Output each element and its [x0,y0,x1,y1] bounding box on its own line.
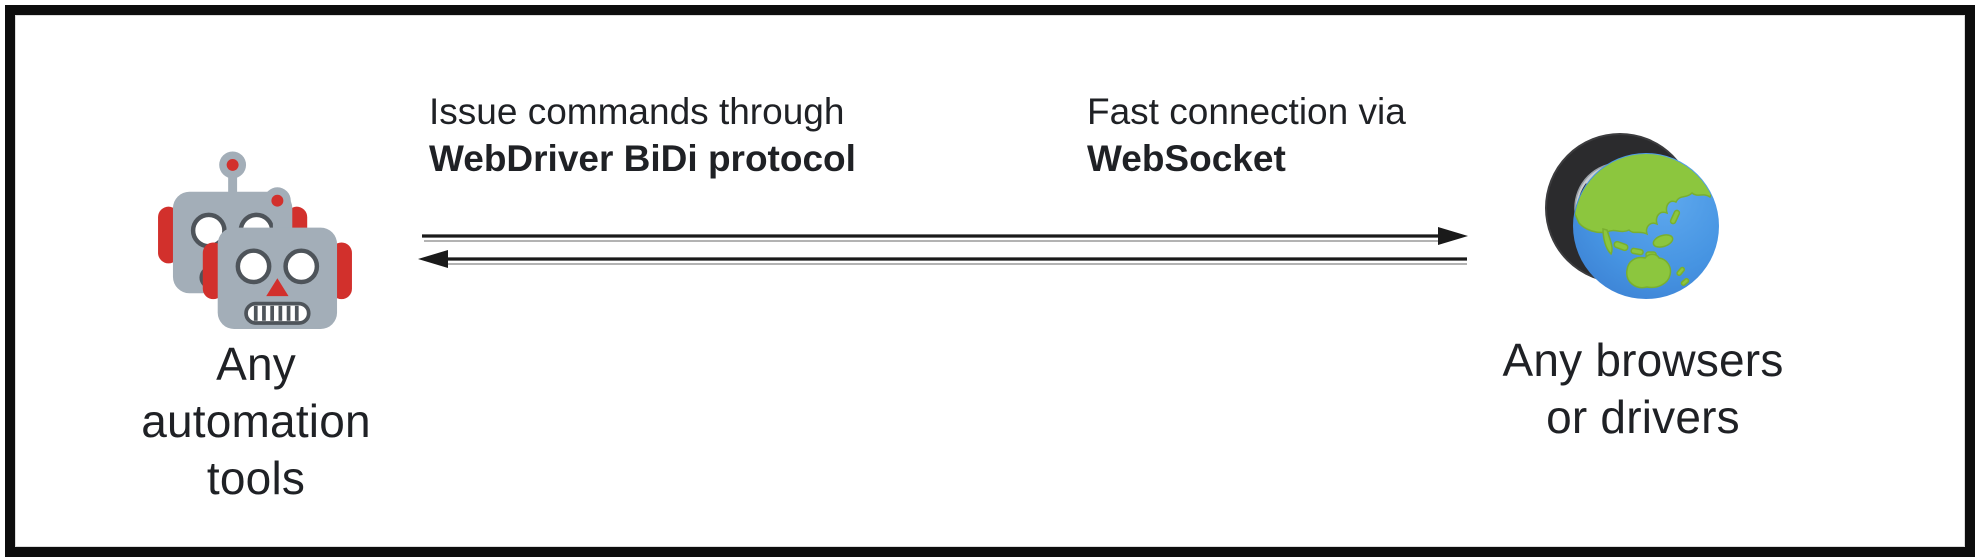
bidirectional-arrows [418,227,1468,268]
browsers-drivers-label: Any browsers or drivers [1502,334,1784,443]
automation-tools-label: Any automation tools [141,338,371,504]
arrow-right-icon [422,227,1468,245]
annotation-command-line2: WebDriver BiDi protocol [429,138,856,179]
globe-tire-icon [1545,133,1719,299]
annotation-socket-line2: WebSocket [1087,138,1286,179]
webdriver-bidi-annotation: Issue commands through WebDriver BiDi pr… [429,88,856,182]
robot-icon [158,150,352,329]
annotation-command-line1: Issue commands through [429,91,845,132]
arrow-left-icon [418,250,1467,268]
earth-globe-icon [1573,153,1719,299]
annotation-socket-line1: Fast connection via [1087,91,1406,132]
websocket-annotation: Fast connection via WebSocket [1087,88,1406,182]
